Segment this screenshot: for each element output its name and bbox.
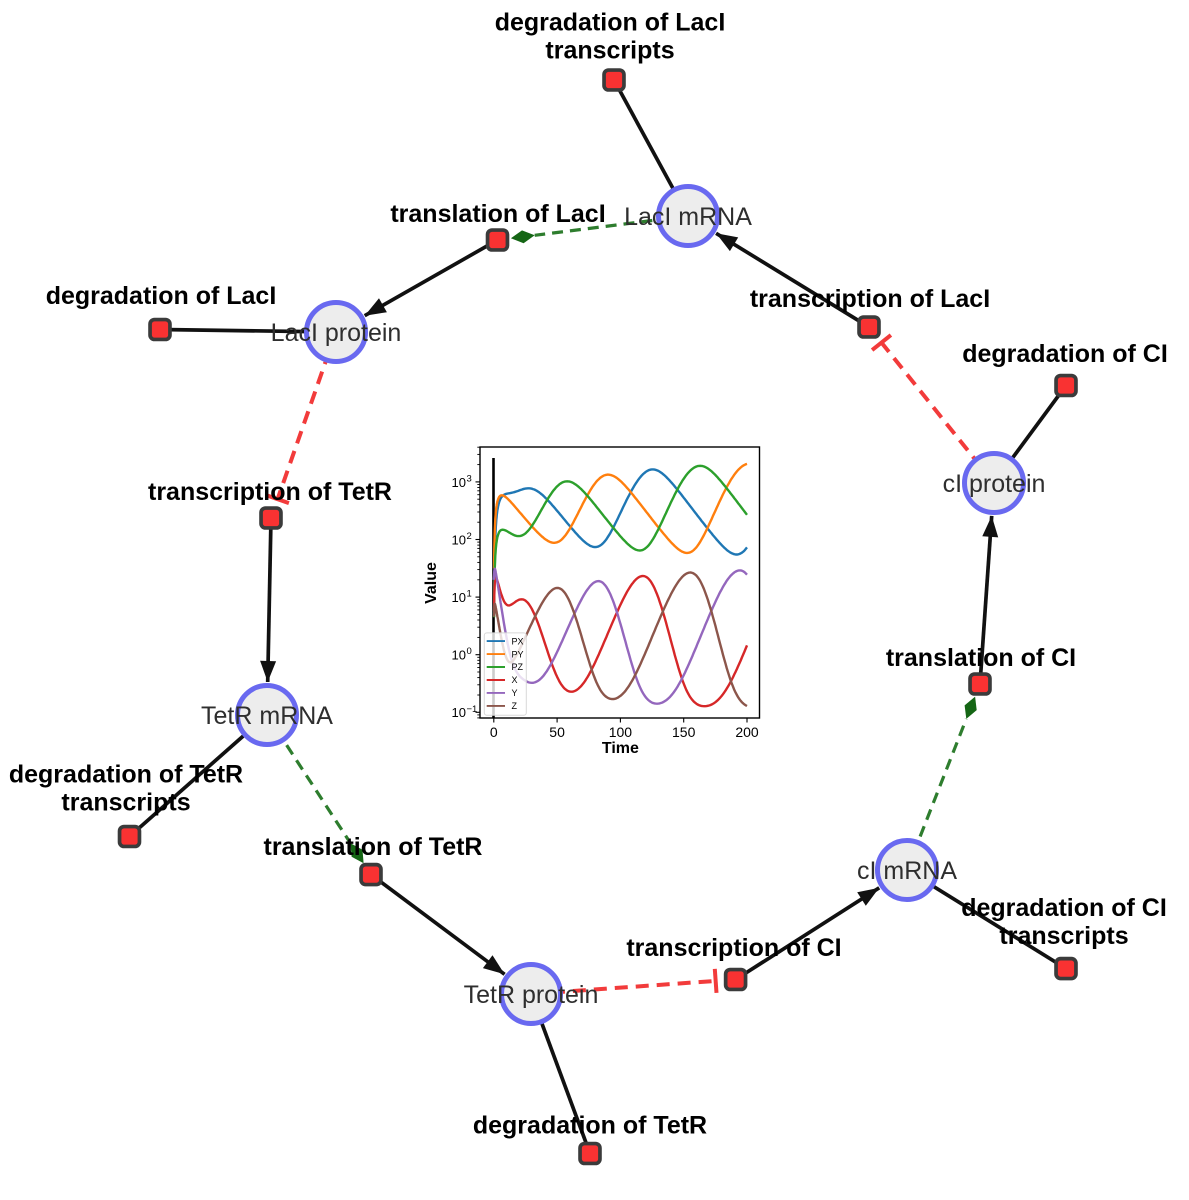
svg-text:transcription of TetR: transcription of TetR: [148, 478, 392, 506]
svg-text:transcripts: transcripts: [999, 922, 1128, 950]
svg-text:degradation of LacI: degradation of LacI: [495, 9, 726, 37]
svg-text:degradation of LacI: degradation of LacI: [46, 282, 277, 310]
svg-text:PZ: PZ: [512, 662, 524, 672]
svg-text:10: 10: [452, 532, 466, 547]
svg-text:TetR protein: TetR protein: [464, 981, 599, 1009]
svg-text:50: 50: [549, 724, 565, 740]
svg-text:0: 0: [467, 646, 472, 657]
svg-text:degradation of CI: degradation of CI: [961, 894, 1167, 922]
svg-text:transcripts: transcripts: [545, 37, 674, 65]
svg-text:degradation of TetR: degradation of TetR: [473, 1112, 707, 1140]
svg-text:LacI protein: LacI protein: [271, 319, 402, 347]
svg-text:0: 0: [490, 724, 498, 740]
svg-text:100: 100: [609, 724, 633, 740]
svg-text:Z: Z: [512, 701, 518, 711]
svg-text:cI mRNA: cI mRNA: [857, 857, 957, 885]
svg-text:translation of LacI: translation of LacI: [390, 200, 605, 228]
svg-text:translation of CI: translation of CI: [886, 644, 1076, 672]
svg-text:2: 2: [467, 531, 472, 542]
svg-text:10: 10: [452, 648, 466, 663]
svg-text:transcription of CI: transcription of CI: [626, 934, 841, 962]
svg-text:1: 1: [467, 589, 472, 600]
svg-text:150: 150: [672, 724, 696, 740]
svg-text:degradation of TetR: degradation of TetR: [9, 761, 243, 789]
svg-text:transcription of LacI: transcription of LacI: [750, 285, 990, 313]
svg-text:degradation of CI: degradation of CI: [962, 340, 1168, 368]
svg-text:10: 10: [452, 475, 466, 490]
svg-text:10: 10: [452, 705, 466, 720]
svg-text:LacI mRNA: LacI mRNA: [624, 203, 752, 231]
svg-text:X: X: [512, 675, 518, 685]
svg-text:10: 10: [452, 590, 466, 605]
svg-text:PX: PX: [512, 636, 524, 646]
svg-text:3: 3: [467, 473, 472, 484]
svg-text:cI protein: cI protein: [943, 470, 1046, 498]
svg-text:PY: PY: [512, 649, 524, 659]
svg-text:−1: −1: [467, 704, 478, 715]
svg-text:transcripts: transcripts: [61, 789, 190, 817]
svg-text:200: 200: [735, 724, 759, 740]
svg-text:Time: Time: [602, 740, 639, 757]
svg-text:Y: Y: [512, 688, 518, 698]
svg-text:translation of TetR: translation of TetR: [264, 833, 483, 861]
svg-text:TetR mRNA: TetR mRNA: [201, 702, 333, 730]
svg-text:Value: Value: [423, 562, 440, 604]
